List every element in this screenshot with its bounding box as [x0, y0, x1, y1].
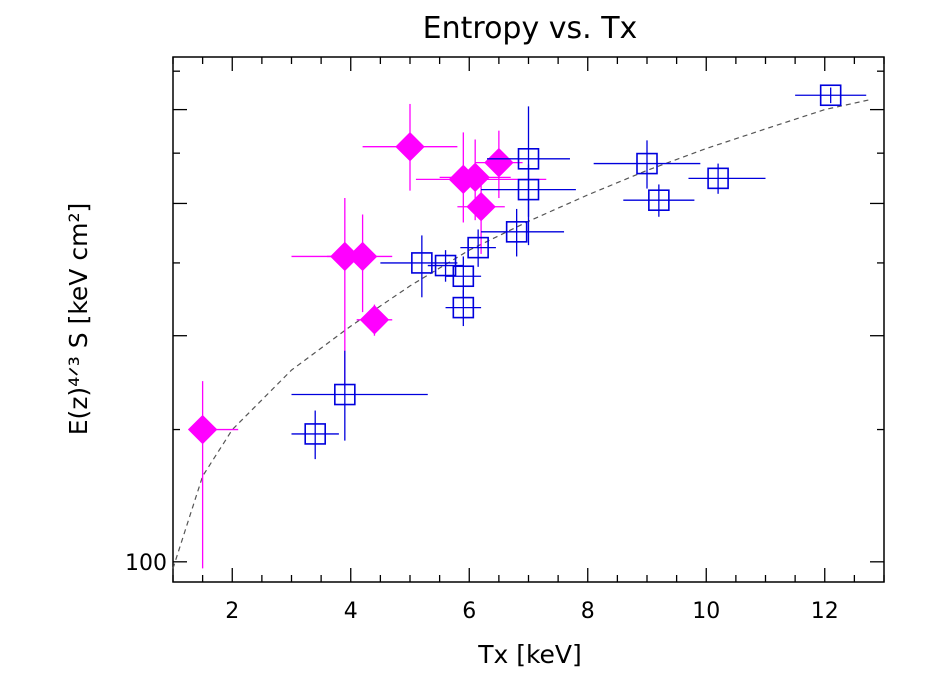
x-axis-ticks: 2 4 6 8 10 12 [172, 57, 885, 624]
x-tick-label: 2 [225, 599, 239, 624]
square-marker [334, 383, 356, 406]
square-marker [452, 265, 475, 288]
square-data-point [795, 84, 867, 107]
diamond-marker [460, 162, 490, 193]
square-marker [452, 296, 475, 319]
square-marker [819, 84, 842, 107]
x-tick-label: 4 [344, 599, 358, 624]
fit-curve [172, 98, 873, 569]
square-marker [636, 152, 658, 175]
x-tick-label: 10 [692, 599, 720, 624]
diamond-marker [359, 305, 390, 335]
diamond-marker [347, 241, 378, 272]
diamond-data-point [327, 214, 393, 313]
series-2 [291, 84, 867, 460]
square-data-point [481, 164, 576, 217]
square-marker [648, 189, 670, 212]
diamond-marker [466, 192, 496, 222]
x-axis-label: Tx [keV] [477, 640, 582, 669]
square-data-point [623, 184, 695, 217]
chart-title: Entropy vs. Tx [423, 11, 638, 46]
square-marker [467, 236, 489, 259]
diamond-marker [395, 131, 425, 162]
diamond-marker [484, 147, 514, 178]
y-axis-label: E(z)⁴ᐟ³ S [keV cm²] [64, 203, 93, 435]
square-marker [517, 178, 540, 201]
diamond-data-point [439, 139, 511, 221]
diamond-data-point [362, 103, 458, 191]
diamond-marker [187, 414, 218, 445]
square-marker [505, 221, 528, 243]
x-tick-label: 6 [462, 599, 476, 624]
diamond-data-point [187, 381, 239, 569]
square-data-point [291, 350, 428, 441]
square-data-point [291, 410, 339, 460]
fit-curve-layer [172, 98, 873, 569]
diamond-data-point [457, 170, 505, 254]
square-marker [304, 423, 327, 445]
square-data-point [380, 235, 458, 298]
square-data-point [593, 140, 701, 189]
data-points-layer [187, 84, 867, 569]
x-tick-label: 12 [811, 599, 839, 624]
y-tick-label: 100 [125, 551, 167, 576]
diamond-data-point [475, 130, 523, 199]
series-1 [187, 103, 547, 569]
square-marker [707, 167, 729, 190]
diamond-data-point [356, 304, 393, 336]
square-data-point [481, 208, 565, 257]
square-data-point [460, 229, 496, 267]
square-data-point [688, 163, 766, 194]
square-marker [411, 252, 433, 274]
y-axis-ticks: 100 [125, 70, 884, 576]
x-tick-label: 8 [581, 599, 595, 624]
square-data-point [445, 290, 482, 327]
